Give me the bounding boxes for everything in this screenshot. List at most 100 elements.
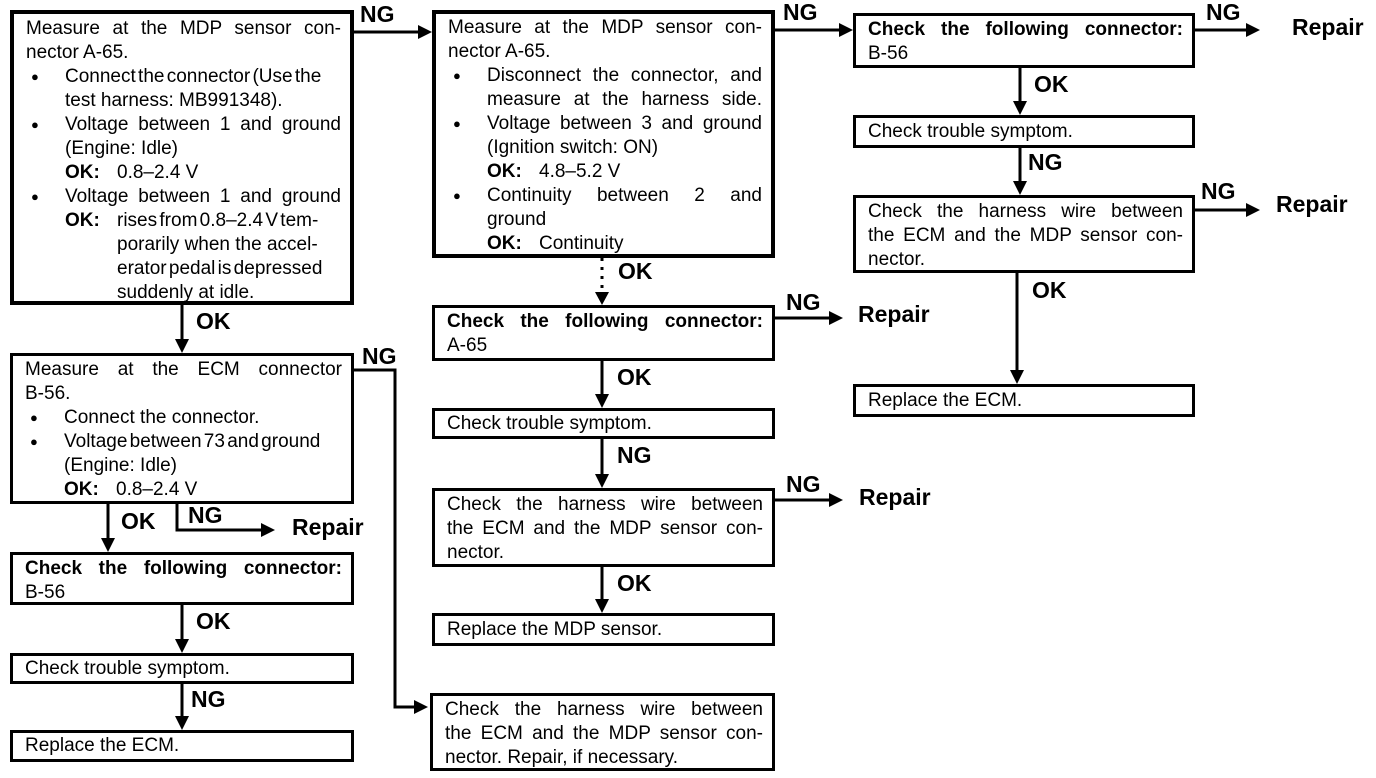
- box-text-line: the ECM and the MDP sensor con-: [447, 518, 763, 539]
- flow-box-replace-ecm-right: Replace the ECM.: [853, 384, 1195, 417]
- arrowhead-m4-ok: [595, 599, 609, 613]
- flow-box-check-trouble-left: Check trouble symptom.: [10, 653, 354, 684]
- box-title-line: Check the following connector:: [447, 311, 763, 332]
- ng-label-m4-repair: NG: [786, 471, 821, 497]
- ok-label-m1-to-m2: OK: [618, 258, 653, 284]
- ok-label-r1-to-r2: OK: [1034, 71, 1069, 97]
- ok-label-m2-to-m3: OK: [617, 364, 652, 390]
- box-text-line: ground: [487, 209, 547, 230]
- bullet-text: Connect the connector.: [64, 406, 342, 430]
- flow-box-check-trouble-right: Check trouble symptom.: [853, 115, 1195, 148]
- repair-label-left: Repair: [292, 514, 364, 540]
- box-text-line: Connect the connector.: [64, 407, 260, 428]
- bullet-item: ● Disconnect the connector, and measure …: [448, 64, 762, 112]
- box-text-line: porarily when the accel-: [117, 234, 318, 255]
- box-text-line: Check the harness wire between: [868, 201, 1183, 222]
- bullet-icon: ●: [31, 117, 39, 132]
- arrowhead-l2-ok: [101, 538, 115, 552]
- ok-spec-row: OK: rises from 0.8–2.4 V tem- porarily w…: [65, 209, 341, 301]
- ok-label-l1-to-l2: OK: [196, 308, 231, 334]
- flow-box-replace-mdp-sensor: Replace the MDP sensor.: [432, 613, 775, 646]
- arrowhead-m2-ng-repair: [829, 311, 843, 325]
- box-text-line: (Ignition switch: ON): [487, 137, 659, 158]
- arrowhead-m4-ng-repair: [829, 493, 843, 507]
- box-text-line: Voltage between 73 and ground: [64, 431, 321, 452]
- ng-label-l1-to-m1: NG: [360, 1, 395, 27]
- repair-label-top-right: Repair: [1292, 14, 1364, 40]
- box-text-line: Replace the ECM.: [868, 390, 1023, 411]
- box-text-line: B-56: [868, 43, 909, 64]
- box-text-line: Check the harness wire between: [447, 494, 763, 515]
- bullet-text: Voltage between 3 and ground (Ignition s…: [487, 112, 762, 184]
- connector-l2-ng-repair: [175, 504, 261, 532]
- flow-box-check-harness-mid: Check the harness wire between the ECM a…: [432, 488, 775, 567]
- box-text-line: rises from 0.8–2.4 V tem-: [117, 210, 319, 231]
- box-text-line: nector A-65.: [448, 41, 551, 62]
- box-text-line: Replace the MDP sensor.: [447, 619, 663, 640]
- flow-box-check-trouble-mid: Check trouble symptom.: [432, 408, 775, 439]
- bullet-text: Continuity between 2 and ground OK: Cont…: [487, 184, 762, 254]
- bullet-item: ● Continuity between 2 and ground OK: Co…: [448, 184, 762, 254]
- box-text-line: Measure at the MDP sensor con-: [26, 18, 341, 39]
- ok-label-r3-to-r4: OK: [1032, 277, 1067, 303]
- bullet-item: ● Voltage between 1 and ground OK: rises…: [26, 185, 341, 301]
- arrowhead-l4-ng: [175, 716, 189, 730]
- arrowhead-l1-ok: [175, 339, 189, 353]
- ok-spec-label: OK:: [65, 210, 100, 231]
- flow-box-replace-ecm-left: Replace the ECM.: [10, 730, 354, 762]
- repair-label-m2: Repair: [858, 301, 930, 327]
- arrowhead-m3-ng: [595, 474, 609, 488]
- bullet-item: ● Voltage between 3 and ground (Ignition…: [448, 112, 762, 184]
- box-text-line: Measure at the ECM connector: [25, 359, 342, 380]
- ok-spec-value: 0.8–2.4 V: [116, 479, 198, 500]
- ok-spec-label: OK:: [487, 161, 522, 182]
- bullet-text: Disconnect the connector, and measure at…: [487, 64, 762, 112]
- ng-label-l4-to-l5: NG: [191, 686, 226, 712]
- bullet-icon: ●: [453, 116, 461, 131]
- bullet-text: Voltage between 73 and ground (Engine: I…: [64, 430, 342, 501]
- ok-spec-row: OK: 0.8–2.4 V: [64, 478, 342, 501]
- box-text-line: nector A-65.: [26, 42, 129, 63]
- arrowhead-l2-ng-elbow: [414, 700, 428, 714]
- ng-label-l2-elbow: NG: [362, 343, 397, 369]
- bullet-icon: ●: [30, 410, 38, 425]
- ok-spec-label: OK:: [64, 479, 99, 500]
- ng-label-m3-to-m4: NG: [617, 442, 652, 468]
- ok-spec-value: rises from 0.8–2.4 V tem- porarily when …: [117, 209, 341, 301]
- box-text-line: nector.: [868, 249, 926, 270]
- ok-spec-value: 0.8–2.4 V: [117, 162, 199, 183]
- arrowhead-r2-ng: [1013, 181, 1027, 195]
- bullet-text: Connect the connector (Use the test harn…: [65, 65, 341, 113]
- repair-label-m4: Repair: [859, 484, 931, 510]
- ok-label-l2-to-l3: OK: [121, 508, 156, 534]
- box-text-line: Continuity between 2 and: [487, 185, 762, 206]
- bullet-icon: ●: [453, 68, 461, 83]
- ok-spec-label: OK:: [65, 162, 100, 183]
- box-text-line: Check the harness wire between: [445, 699, 763, 720]
- box-text-line: (Engine: Idle): [64, 455, 178, 476]
- box-text-line: Voltage between 1 and ground: [65, 186, 341, 207]
- arrowhead-m2-ok: [595, 394, 609, 408]
- ok-spec-value: Continuity: [539, 233, 624, 254]
- arrowhead-l1-ng: [418, 25, 432, 39]
- arrowhead-r1-ok: [1013, 101, 1027, 115]
- repair-label-r3: Repair: [1276, 191, 1348, 217]
- flow-box-measure-mdp-connected: Measure at the MDP sensor con- nector A-…: [10, 10, 354, 305]
- ok-spec-row: OK: 0.8–2.4 V: [65, 161, 341, 185]
- box-text-line: A-65: [447, 335, 488, 356]
- arrowhead-m1-ok: [595, 292, 609, 305]
- box-text-line: erator pedal is depressed: [117, 258, 323, 279]
- box-text-line: Check trouble symptom.: [447, 413, 652, 434]
- box-text-line: Disconnect the connector, and: [487, 65, 762, 86]
- flow-box-check-connector-b56-right: Check the following connector: B-56: [853, 13, 1195, 68]
- ok-spec-value: 4.8–5.2 V: [539, 161, 621, 182]
- box-title-line: Check the following connector:: [868, 19, 1183, 40]
- bullet-item: ● Connect the connector.: [25, 406, 342, 430]
- arrowhead-r3-ok: [1010, 370, 1024, 384]
- box-text-line: Voltage between 1 and ground: [65, 114, 341, 135]
- bullet-item: ● Connect the connector (Use the test ha…: [26, 65, 341, 113]
- ok-spec-label: OK:: [487, 233, 522, 254]
- arrowhead-m1-ng: [839, 23, 853, 37]
